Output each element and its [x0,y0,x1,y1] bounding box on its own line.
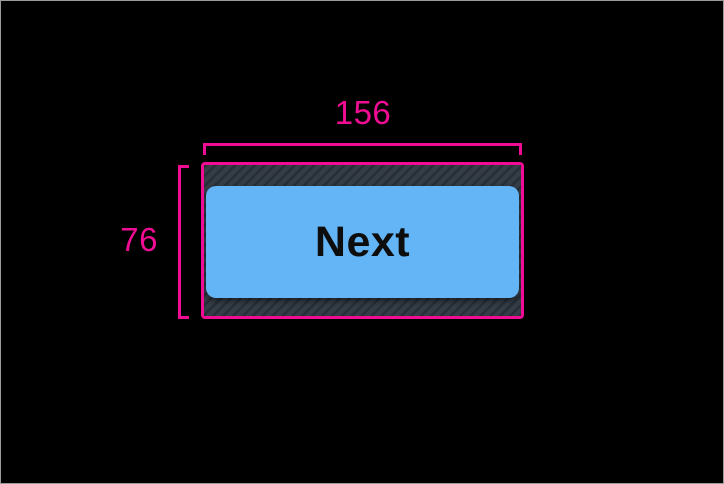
next-button[interactable]: Next [206,186,519,298]
target-bounds-box: Next [201,162,524,319]
height-dimension-label: 76 [120,221,158,258]
height-measure-bracket [178,165,189,319]
width-dimension-label: 156 [334,94,392,131]
touch-target-hatch-area: Next [204,165,521,316]
width-measure-bracket [203,143,522,155]
